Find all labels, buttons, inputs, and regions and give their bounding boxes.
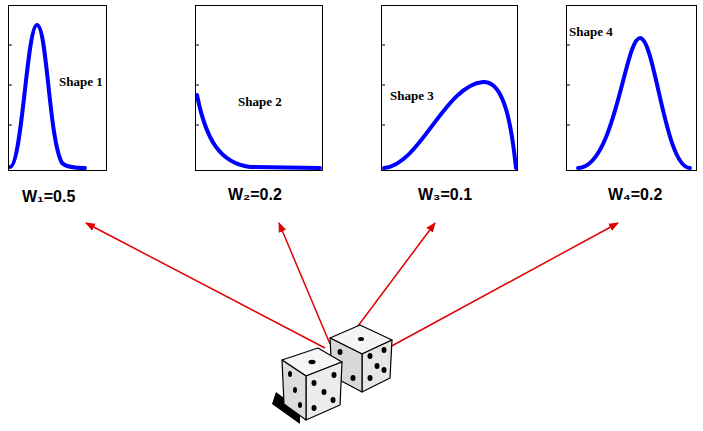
shape-label: Shape 3: [390, 88, 434, 104]
distribution-panel: Shape 3: [381, 5, 518, 171]
distribution-panel: Shape 4: [566, 5, 697, 171]
weight-label: W₁=0.5: [22, 188, 75, 206]
weight-label: W₄=0.2: [608, 186, 662, 204]
distribution-panel: Shape 1: [8, 5, 107, 171]
dice: [272, 325, 392, 424]
shape-label: Shape 2: [238, 94, 282, 110]
axis-ticks: [8, 45, 570, 125]
weight-label: W₃=0.1: [418, 186, 472, 204]
shape-label: Shape 1: [59, 74, 103, 90]
weight-label: W₂=0.2: [228, 186, 282, 204]
shape-label: Shape 4: [569, 24, 613, 40]
density-curves: [10, 25, 690, 168]
distribution-panel: Shape 2: [195, 5, 323, 171]
